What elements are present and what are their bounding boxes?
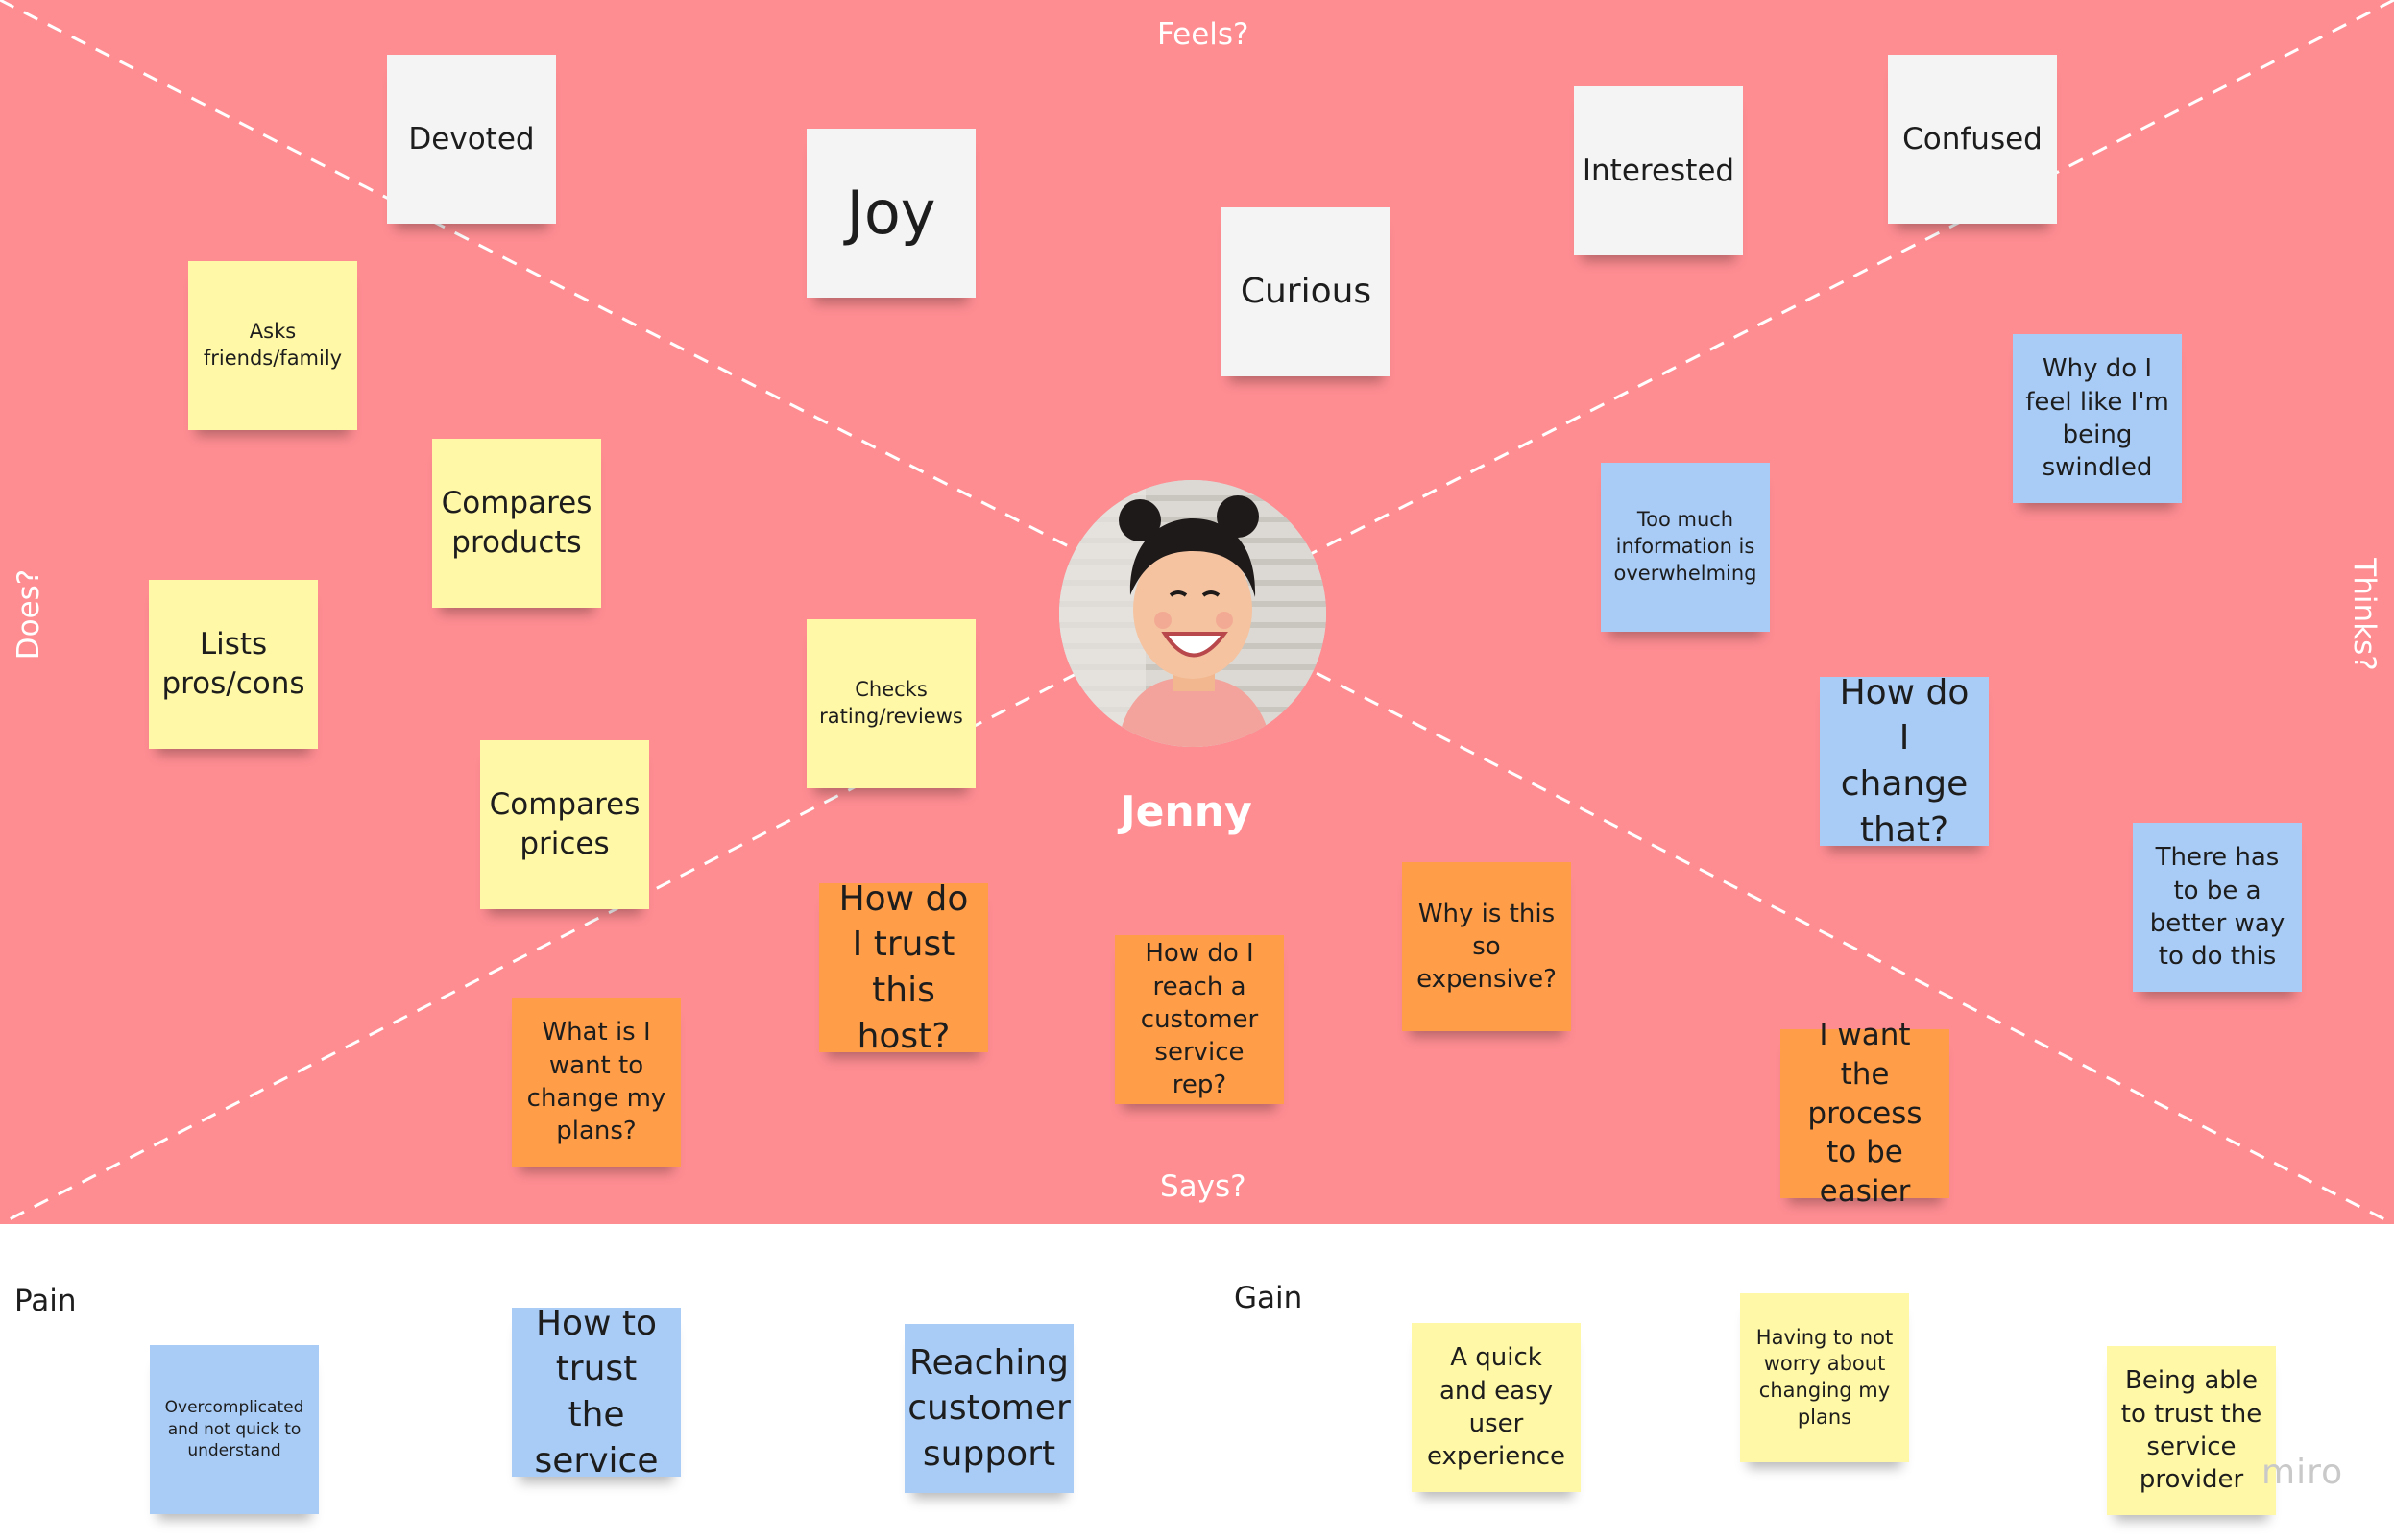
sticky-note-change-that[interactable]: How do I change that? bbox=[1820, 677, 1989, 846]
quadrant-label-does: Does? bbox=[12, 569, 46, 661]
gain-label: Gain bbox=[1234, 1281, 1302, 1315]
sticky-note-text: Overcomplicated and not quick to underst… bbox=[161, 1397, 307, 1461]
empathy-map: Feels? Says? Does? Thinks? Devoted Joy C… bbox=[0, 0, 2394, 1224]
miro-watermark: miro bbox=[2261, 1453, 2343, 1492]
sticky-note-quick-easy[interactable]: A quick and easy user experience bbox=[1412, 1323, 1581, 1492]
sticky-note-reaching-support[interactable]: Reaching customer support bbox=[905, 1324, 1074, 1493]
sticky-note-text: What is I want to change my plans? bbox=[523, 1016, 669, 1147]
sticky-note-not-worry[interactable]: Having to not worry about changing my pl… bbox=[1740, 1293, 1909, 1462]
sticky-note-text: How to trust the service bbox=[523, 1301, 669, 1483]
sticky-note-text: Interested bbox=[1583, 152, 1734, 191]
sticky-note-confused[interactable]: Confused bbox=[1888, 55, 2057, 224]
pain-label: Pain bbox=[14, 1284, 77, 1318]
sticky-note-checks-ratings[interactable]: Checks rating/reviews bbox=[807, 619, 976, 788]
persona-photo bbox=[1059, 480, 1326, 747]
sticky-note-text: Being able to trust the service provider bbox=[2118, 1364, 2264, 1496]
sticky-note-asks-friends[interactable]: Asks friends/family bbox=[188, 261, 357, 430]
persona-avatar[interactable] bbox=[1059, 480, 1326, 747]
sticky-note-compares-prices[interactable]: Compares prices bbox=[480, 740, 649, 909]
sticky-note-text: A quick and easy user experience bbox=[1423, 1341, 1569, 1473]
sticky-note-customer-service-rep[interactable]: How do I reach a customer service rep? bbox=[1115, 935, 1284, 1104]
sticky-note-interested[interactable]: Interested bbox=[1574, 86, 1743, 255]
sticky-note-text: Reaching customer support bbox=[907, 1340, 1071, 1478]
sticky-note-text: Compares prices bbox=[490, 785, 641, 864]
sticky-note-expensive[interactable]: Why is this so expensive? bbox=[1402, 862, 1571, 1031]
sticky-note-text: Curious bbox=[1241, 269, 1371, 315]
quadrant-label-thinks: Thinks? bbox=[2347, 558, 2382, 670]
sticky-note-change-plans[interactable]: What is I want to change my plans? bbox=[512, 998, 681, 1167]
sticky-note-text: I want the process to be easier bbox=[1792, 1016, 1938, 1213]
sticky-note-compares-products[interactable]: Compares products bbox=[432, 439, 601, 608]
sticky-note-devoted[interactable]: Devoted bbox=[387, 55, 556, 224]
sticky-note-text: How do I trust this host? bbox=[831, 877, 977, 1059]
sticky-note-process-easier[interactable]: I want the process to be easier bbox=[1780, 1029, 1949, 1198]
sticky-note-text: Lists pros/cons bbox=[160, 625, 306, 704]
sticky-note-text: Confused bbox=[1902, 120, 2043, 159]
sticky-note-trust-provider[interactable]: Being able to trust the service provider bbox=[2107, 1346, 2276, 1515]
quadrant-label-says: Says? bbox=[1160, 1169, 1246, 1204]
sticky-note-lists-pros-cons[interactable]: Lists pros/cons bbox=[149, 580, 318, 749]
sticky-note-text: Checks rating/reviews bbox=[818, 677, 964, 730]
sticky-note-text: Devoted bbox=[408, 120, 534, 159]
sticky-note-joy[interactable]: Joy bbox=[807, 129, 976, 298]
sticky-note-better-way[interactable]: There has to be a better way to do this bbox=[2133, 823, 2302, 992]
sticky-note-text: How do I change that? bbox=[1831, 670, 1977, 853]
sticky-note-text: Why is this so expensive? bbox=[1414, 898, 1560, 997]
sticky-note-overcomplicated[interactable]: Overcomplicated and not quick to underst… bbox=[150, 1345, 319, 1514]
quadrant-label-feels: Feels? bbox=[1157, 17, 1249, 52]
sticky-note-text: Too much information is overwhelming bbox=[1612, 507, 1758, 587]
sticky-note-text: Compares products bbox=[442, 484, 592, 563]
persona-name: Jenny bbox=[1090, 787, 1282, 836]
sticky-note-text: Having to not worry about changing my pl… bbox=[1752, 1325, 1898, 1432]
sticky-note-swindled[interactable]: Why do I feel like I'm being swindled bbox=[2013, 334, 2182, 503]
sticky-note-text: Asks friends/family bbox=[200, 319, 346, 372]
sticky-note-text: How do I reach a customer service rep? bbox=[1126, 937, 1272, 1102]
sticky-note-overwhelming[interactable]: Too much information is overwhelming bbox=[1601, 463, 1770, 632]
sticky-note-curious[interactable]: Curious bbox=[1221, 207, 1390, 376]
sticky-note-trust-host[interactable]: How do I trust this host? bbox=[819, 883, 988, 1052]
sticky-note-text: Why do I feel like I'm being swindled bbox=[2024, 352, 2170, 484]
sticky-note-text: Joy bbox=[847, 174, 936, 253]
sticky-note-text: There has to be a better way to do this bbox=[2144, 841, 2290, 973]
sticky-note-trust-service[interactable]: How to trust the service bbox=[512, 1308, 681, 1477]
